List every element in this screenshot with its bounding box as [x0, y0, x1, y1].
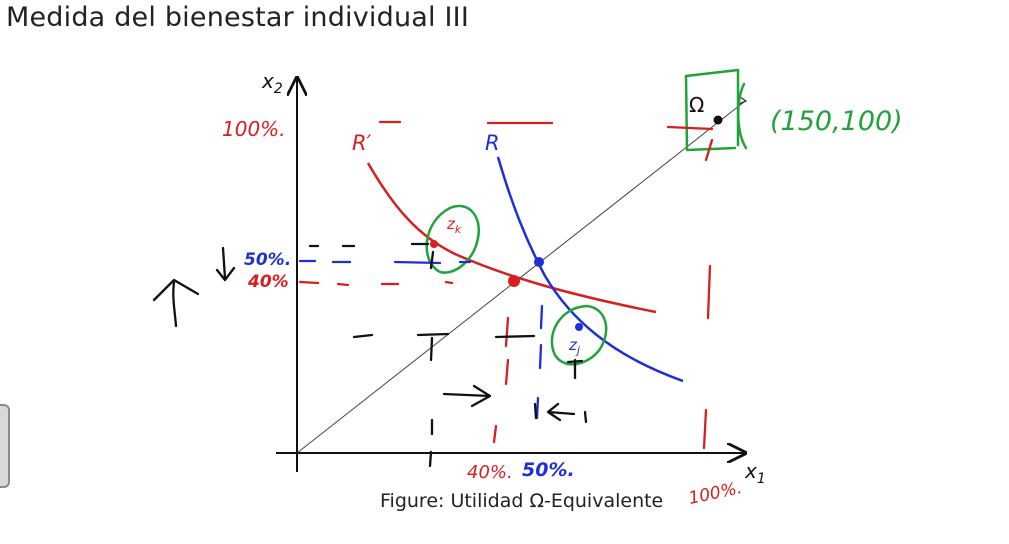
circle-around-zj	[550, 304, 608, 366]
label-100-percent-x: 100%.	[687, 478, 744, 509]
side-panel-handle[interactable]	[0, 404, 10, 488]
point-intersection-red	[508, 275, 520, 287]
x-axis-label: x1	[744, 459, 766, 487]
label-40-percent-y: 40%	[247, 272, 289, 292]
curve-label-r-prime: R′	[352, 131, 372, 155]
point-zk-label: zk	[446, 215, 462, 236]
label-50-percent-y: 50%.	[244, 250, 291, 270]
curve-label-r: R	[485, 131, 500, 155]
omega-ray-arrow-icon	[738, 96, 748, 105]
label-100-percent-y: 100%.	[222, 117, 286, 141]
slide-title: Medida del bienestar individual III	[6, 2, 470, 33]
down-arrow-icon	[215, 246, 236, 282]
box-around-omega	[684, 68, 740, 152]
indifference-curve-r	[496, 156, 684, 383]
y-axis-label: x2	[261, 69, 283, 97]
omega-coordinates: (150,100)	[770, 106, 903, 137]
left-arrow-icon	[546, 402, 576, 422]
point-omega	[713, 115, 723, 125]
up-arrow-icon	[152, 278, 200, 328]
label-40-percent-x: 40%.	[467, 462, 513, 483]
red-annotations	[298, 120, 714, 450]
point-omega-label: Ω	[689, 93, 704, 117]
bracket-right-omega	[736, 82, 748, 150]
black-annotations	[152, 242, 588, 468]
point-zk	[430, 240, 438, 248]
right-arrow-icon	[442, 384, 492, 408]
point-intersection-blue	[534, 257, 544, 267]
figure-caption: Figure: Utilidad Ω-Equivalente	[380, 490, 664, 512]
label-50-percent-x: 50%.	[522, 459, 575, 481]
indifference-curve-r-prime	[366, 162, 657, 314]
point-zj-label: zj	[568, 336, 581, 357]
point-zj	[575, 323, 583, 331]
